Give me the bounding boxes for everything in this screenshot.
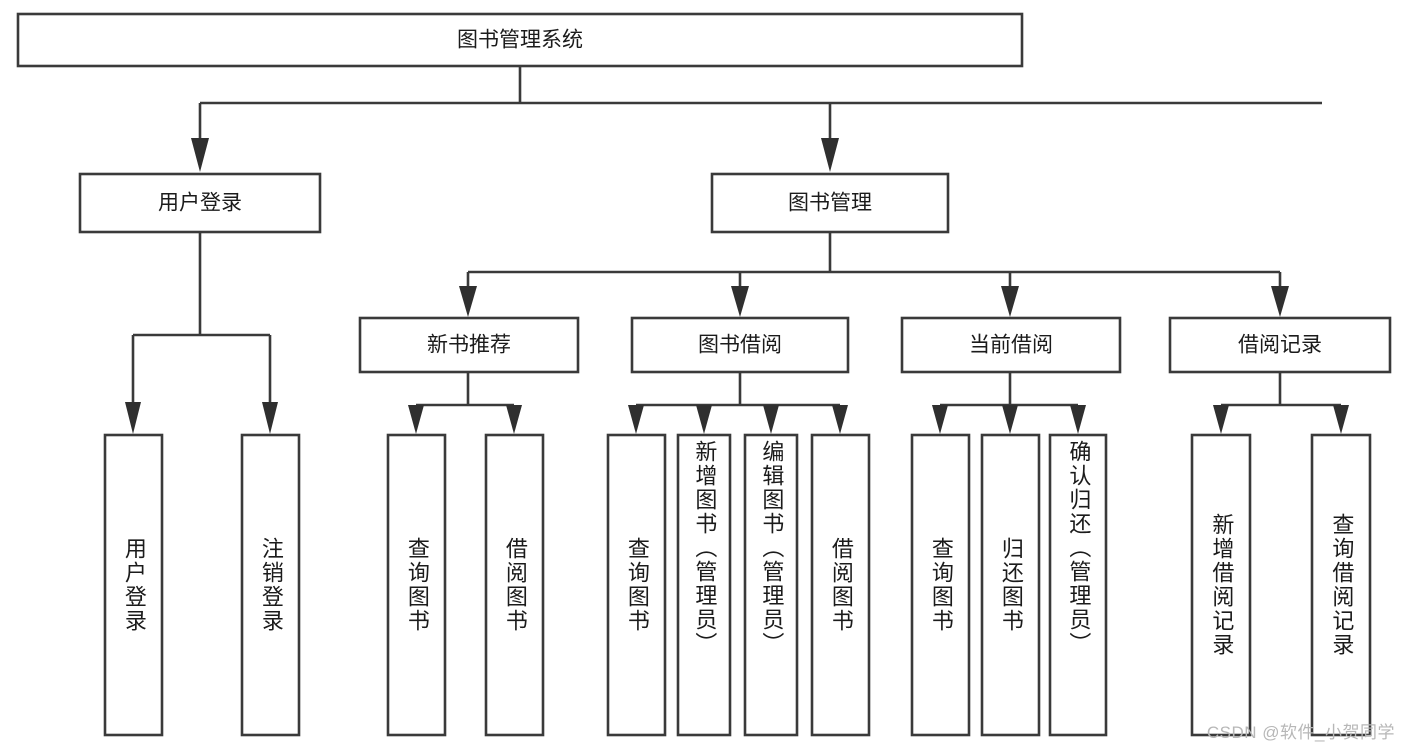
node-book-manage[interactable]: 图书管理 bbox=[710, 172, 950, 234]
node-book-manage-label: 图书管理 bbox=[788, 192, 872, 215]
leaf-box-query-book-2[interactable] bbox=[606, 433, 667, 737]
arrow-head-icon bbox=[1271, 286, 1289, 317]
node-root[interactable]: 图书管理系统 bbox=[16, 12, 1024, 68]
csdn-watermark: CSDN @软件_小贺同学 bbox=[1206, 723, 1395, 742]
node-user-login[interactable]: 用户登录 bbox=[78, 172, 322, 234]
arrow-head-icon bbox=[821, 138, 839, 172]
leaf-box-query-book-1[interactable] bbox=[386, 433, 447, 737]
leaf-box-query-book-3[interactable] bbox=[910, 433, 971, 737]
node-borrow-record-label: 借阅记录 bbox=[1238, 334, 1322, 357]
leaf-box-logout[interactable] bbox=[240, 433, 301, 737]
node-book-borrow-box[interactable] bbox=[630, 316, 850, 374]
node-new-book-recommend-box[interactable] bbox=[358, 316, 580, 374]
node-book-borrow[interactable]: 图书借阅 bbox=[630, 316, 850, 374]
arrow-head-icon bbox=[1001, 286, 1019, 317]
connector-group-new-book-rec bbox=[408, 372, 522, 434]
leaf-box-edit-book-admin[interactable] bbox=[743, 433, 799, 737]
arrow-head-icon bbox=[696, 405, 712, 434]
node-new-book-recommend[interactable]: 新书推荐 bbox=[358, 316, 580, 374]
node-user-login-box[interactable] bbox=[78, 172, 322, 234]
connector-group-current-borrow bbox=[932, 372, 1086, 434]
node-user-login-label: 用户登录 bbox=[158, 192, 242, 215]
arrow-head-icon bbox=[262, 402, 278, 434]
node-root-box[interactable] bbox=[16, 12, 1024, 68]
node-book-manage-box[interactable] bbox=[710, 172, 950, 234]
arrow-head-icon bbox=[1002, 405, 1018, 434]
connector-group-user-login bbox=[125, 232, 278, 434]
node-new-book-recommend-label: 新书推荐 bbox=[427, 334, 511, 357]
arrow-head-icon bbox=[932, 405, 948, 434]
leaf-box-add-borrow-record[interactable] bbox=[1190, 433, 1252, 737]
connector-group-book-manage bbox=[459, 232, 1289, 317]
leaf-box-user-login[interactable] bbox=[103, 433, 164, 737]
arrow-head-icon bbox=[1213, 405, 1229, 434]
arrow-head-icon bbox=[1333, 405, 1349, 434]
arrow-head-icon bbox=[459, 286, 477, 317]
connector-group-root bbox=[191, 66, 1322, 172]
arrow-head-icon bbox=[763, 405, 779, 434]
arrow-head-icon bbox=[628, 405, 644, 434]
leaf-box-return-book[interactable] bbox=[980, 433, 1041, 737]
node-current-borrow-box[interactable] bbox=[900, 316, 1122, 374]
node-current-borrow-label: 当前借阅 bbox=[969, 334, 1053, 357]
arrow-head-icon bbox=[1070, 405, 1086, 434]
arrow-head-icon bbox=[191, 138, 209, 172]
leaf-box-query-borrow-record[interactable] bbox=[1310, 433, 1372, 737]
arrow-head-icon bbox=[832, 405, 848, 434]
leaf-box-borrow-book-2[interactable] bbox=[810, 433, 871, 737]
leaf-box-borrow-book-1[interactable] bbox=[484, 433, 545, 737]
leaf-box-confirm-return-admin[interactable] bbox=[1048, 433, 1108, 737]
node-book-borrow-label: 图书借阅 bbox=[698, 334, 782, 357]
connector-group-book-borrow bbox=[628, 372, 848, 434]
node-root-label: 图书管理系统 bbox=[457, 29, 583, 52]
arrow-head-icon bbox=[506, 405, 522, 434]
leaf-box-add-book-admin[interactable] bbox=[676, 433, 732, 737]
node-borrow-record-box[interactable] bbox=[1168, 316, 1392, 374]
node-current-borrow[interactable]: 当前借阅 bbox=[900, 316, 1122, 374]
connector-group-borrow-record bbox=[1213, 372, 1349, 434]
arrow-head-icon bbox=[125, 402, 141, 434]
node-borrow-record[interactable]: 借阅记录 bbox=[1168, 316, 1392, 374]
arrow-head-icon bbox=[408, 405, 424, 434]
arrow-head-icon bbox=[731, 286, 749, 317]
